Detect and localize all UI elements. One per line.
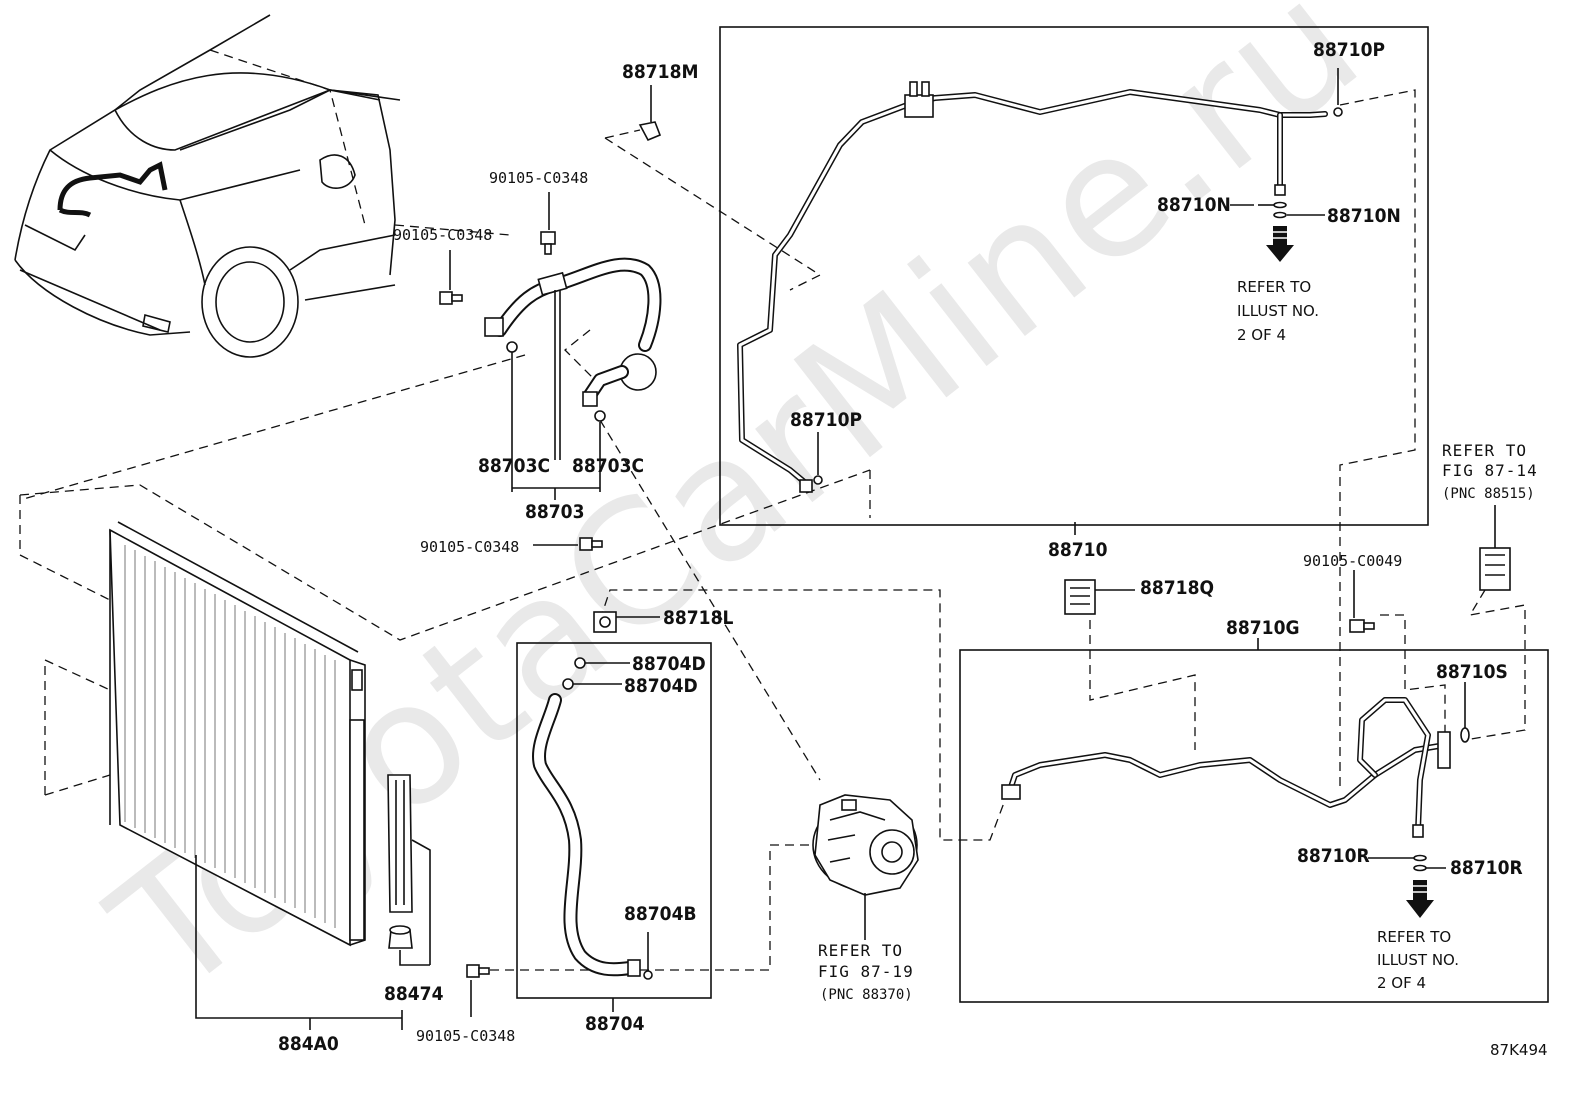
callout-lines (195, 85, 1355, 1030)
svg-text:(PNC 88370): (PNC 88370) (820, 987, 913, 1003)
group-box-88710G (959, 649, 1549, 1003)
svg-text:REFER TO: REFER TO (1377, 928, 1451, 946)
part-88710G-tube[interactable] (1001, 697, 1470, 872)
label-88704B: 88704B (624, 903, 697, 925)
note-refer-fig-87-19[interactable]: REFER TO FIG 87-19 (PNC 88370) (818, 941, 914, 1003)
label-88718Q: 88718Q (1140, 577, 1214, 599)
label-88703: 88703 (525, 501, 584, 523)
clip-88718M-icon (638, 121, 662, 142)
label-88704D: 88704D (632, 653, 706, 675)
label-88710R: 88710R (1297, 845, 1370, 867)
bolt-icon (439, 231, 1375, 978)
label-88710R: 88710R (1450, 857, 1523, 879)
label-88718M: 88718M (622, 61, 698, 83)
label-88704: 88704 (585, 1013, 645, 1035)
vehicle-illustration (14, 14, 401, 358)
label-90105-C0348: 90105-C0348 (393, 226, 492, 244)
leader-lines (19, 49, 1526, 971)
label-90105-C0348: 90105-C0348 (420, 538, 519, 556)
compressor-88370[interactable] (812, 794, 919, 896)
condenser-884A0[interactable] (109, 521, 366, 947)
part-labels: 88718M 90105-C0348 90105-C0348 88703C 88… (278, 39, 1523, 1055)
label-88703C: 88703C (478, 455, 550, 477)
svg-text:(PNC 88515): (PNC 88515) (1442, 486, 1535, 502)
clip-88718L-icon (593, 611, 617, 633)
label-88710: 88710 (1048, 539, 1108, 561)
label-88474: 88474 (384, 983, 444, 1005)
label-88718L: 88718L (663, 607, 733, 629)
group-box-88710 (719, 26, 1429, 526)
svg-text:2 OF 4: 2 OF 4 (1237, 326, 1286, 344)
label-90105-C0049: 90105-C0049 (1303, 552, 1402, 570)
svg-text:FIG 87-19: FIG 87-19 (818, 962, 914, 981)
svg-text:ILLUST NO.: ILLUST NO. (1237, 302, 1319, 320)
label-88710N: 88710N (1157, 194, 1231, 216)
label-884A0: 884A0 (278, 1033, 339, 1055)
label-88710S: 88710S (1436, 661, 1508, 683)
note-refer-illust-bottom[interactable]: REFER TO ILLUST NO. 2 OF 4 (1377, 928, 1459, 992)
arrow-down-icon (1266, 226, 1294, 262)
label-90105-C0348: 90105-C0348 (416, 1027, 515, 1045)
clip-88718Q-icon (1064, 579, 1096, 615)
part-88704-hose[interactable] (532, 657, 653, 980)
label-88704D: 88704D (624, 675, 698, 697)
filter-88474[interactable] (387, 774, 413, 949)
svg-text:REFER TO: REFER TO (818, 941, 903, 960)
group-box-88704 (516, 642, 712, 999)
diagram-code: 87K494 (1490, 1041, 1548, 1059)
connector-88515-icon (1479, 505, 1511, 591)
label-90105-C0348: 90105-C0348 (489, 169, 588, 187)
part-88710-tube[interactable] (737, 81, 1343, 493)
svg-text:REFER TO: REFER TO (1237, 278, 1311, 296)
arrow-down-icon (1406, 880, 1434, 918)
label-88710P: 88710P (790, 409, 862, 431)
svg-text:ILLUST NO.: ILLUST NO. (1377, 951, 1459, 969)
label-88703C: 88703C (572, 455, 644, 477)
label-88710G: 88710G (1226, 617, 1300, 639)
label-88710N: 88710N (1327, 205, 1401, 227)
part-88703-hose[interactable] (484, 257, 662, 422)
svg-text:FIG 87-14: FIG 87-14 (1442, 461, 1538, 480)
label-88710P: 88710P (1313, 39, 1385, 61)
note-refer-illust-top[interactable]: REFER TO ILLUST NO. 2 OF 4 (1237, 278, 1319, 344)
note-refer-fig-87-14[interactable]: REFER TO FIG 87-14 (PNC 88515) (1442, 441, 1538, 502)
svg-text:REFER TO: REFER TO (1442, 441, 1527, 460)
svg-text:2 OF 4: 2 OF 4 (1377, 974, 1426, 992)
